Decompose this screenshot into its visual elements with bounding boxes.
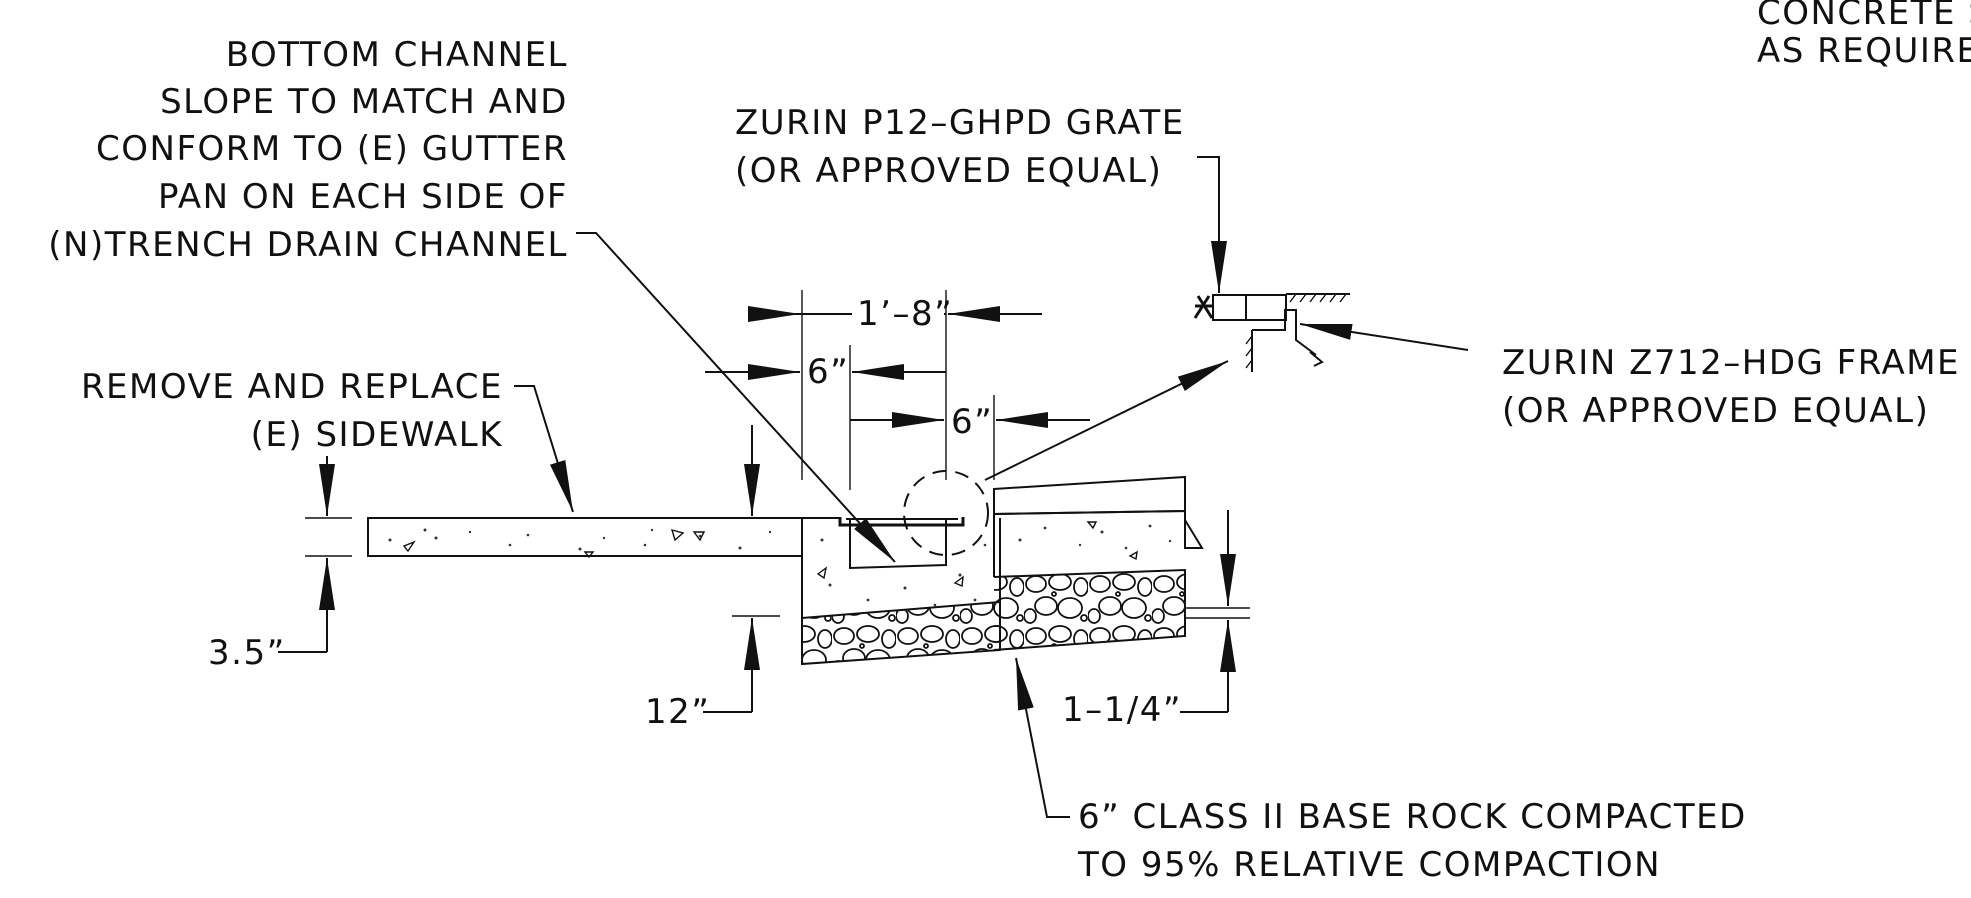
sidewalk-line-2: (E) SIDEWALK bbox=[251, 415, 504, 455]
detail-callout-circle bbox=[903, 470, 989, 556]
dim-grate-gap: 1–1/4” bbox=[1062, 690, 1182, 730]
sidewalk-line-1: REMOVE AND REPLACE bbox=[81, 367, 503, 407]
bottom-channel-line-2: SLOPE TO MATCH AND bbox=[160, 82, 568, 122]
base-rock-left bbox=[801, 601, 1001, 664]
base-rock-note: 6” CLASS II BASE ROCK COMPACTED TO 95% R… bbox=[1077, 797, 1747, 885]
grate-note: ZURIN P12–GHPD GRATE (OR APPROVED EQUAL) bbox=[735, 103, 1185, 191]
asphalt-pavement bbox=[993, 475, 1204, 577]
concrete-note-line-2: AS REQUIRE bbox=[1757, 31, 1971, 71]
bottom-channel-line-4: PAN ON EACH SIDE OF bbox=[158, 177, 568, 217]
base-rock-line-2: TO 95% RELATIVE COMPACTION bbox=[1077, 845, 1661, 885]
leader-lines bbox=[514, 156, 1469, 818]
grate-line-1: ZURIN P12–GHPD GRATE bbox=[735, 103, 1185, 143]
dim-sidewalk-thickness: 3.5” bbox=[208, 633, 286, 673]
trench-drain-channel bbox=[838, 517, 965, 527]
frame-line-1: ZURIN Z712–HDG FRAME bbox=[1502, 343, 1960, 383]
existing-sidewalk bbox=[367, 517, 803, 559]
dim-left-offset: 6” bbox=[807, 352, 849, 392]
frame-line-2: (OR APPROVED EQUAL) bbox=[1502, 391, 1929, 431]
bottom-channel-line-5: (N)TRENCH DRAIN CHANNEL bbox=[48, 225, 568, 265]
concrete-note-line-1: CONCRETE S bbox=[1757, 0, 1971, 33]
dim-right-offset: 6” bbox=[951, 402, 993, 442]
bottom-channel-line-1: BOTTOM CHANNEL bbox=[226, 35, 568, 75]
concrete-note: CONCRETE S AS REQUIRE bbox=[1757, 0, 1971, 71]
dim-overall-width: 1’–8” bbox=[857, 294, 953, 334]
grate-frame-detail bbox=[1193, 293, 1350, 372]
base-rock-right bbox=[993, 568, 1186, 651]
dimension-lines bbox=[278, 290, 1250, 713]
bottom-channel-note: BOTTOM CHANNEL SLOPE TO MATCH AND CONFOR… bbox=[48, 35, 568, 265]
bottom-channel-line-3: CONFORM TO (E) GUTTER bbox=[96, 129, 568, 169]
grate-line-2: (OR APPROVED EQUAL) bbox=[735, 151, 1162, 191]
frame-note: ZURIN Z712–HDG FRAME (OR APPROVED EQUAL) bbox=[1502, 343, 1960, 431]
sidewalk-note: REMOVE AND REPLACE (E) SIDEWALK bbox=[81, 367, 504, 455]
dim-depth: 12” bbox=[645, 692, 710, 732]
base-rock-line-1: 6” CLASS II BASE ROCK COMPACTED bbox=[1078, 797, 1747, 837]
